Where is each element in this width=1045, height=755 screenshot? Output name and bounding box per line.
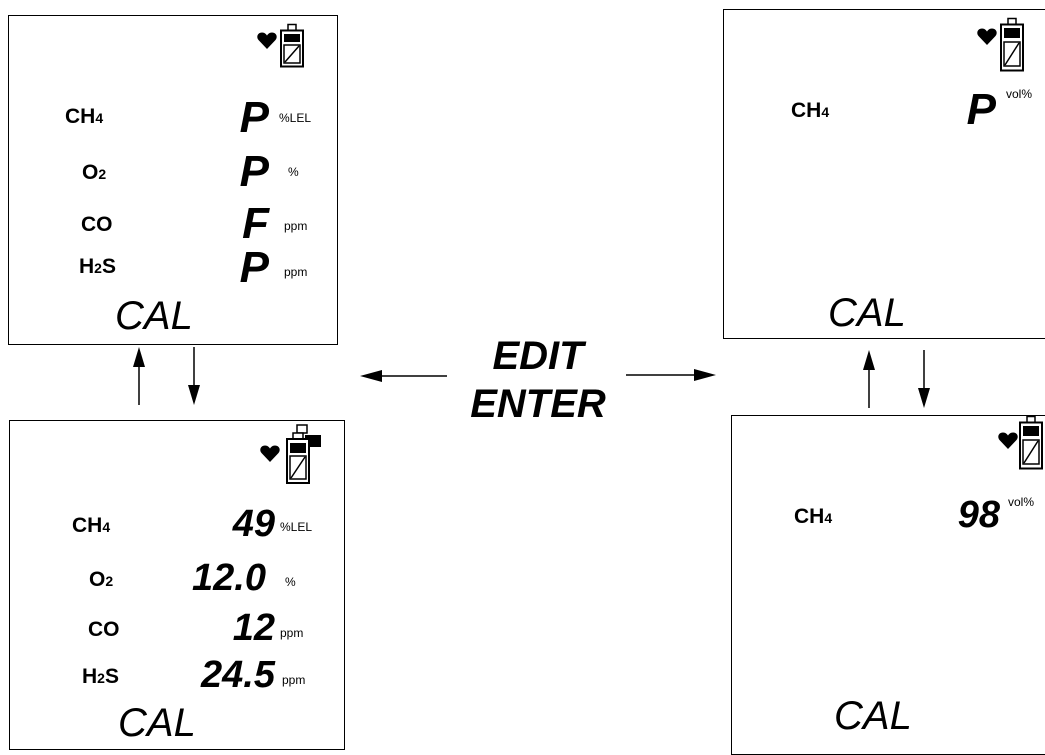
display-screen-sensor-results: CH4 P %LEL O2 P % CO F ppm H2S P ppm CAL bbox=[8, 15, 338, 345]
gas-label-ch4: CH4 bbox=[794, 505, 833, 528]
reading-ch4: 98 bbox=[957, 494, 1000, 536]
arrow-down-icon bbox=[918, 350, 930, 408]
heart-icon bbox=[977, 28, 997, 45]
mode-label: CAL bbox=[834, 694, 912, 738]
gas-label-ch4: CH4 bbox=[791, 99, 830, 122]
arrow-right-icon bbox=[626, 369, 716, 381]
edit-key-label: EDIT bbox=[492, 334, 584, 378]
unit-co: ppm bbox=[280, 626, 304, 640]
result-h2s: P bbox=[239, 243, 269, 292]
display-screen-readings: CH4 49 %LEL O2 12.0 % CO 12 ppm H2S 24.5… bbox=[9, 420, 345, 750]
heart-icon bbox=[257, 32, 277, 49]
gas-label-co: CO bbox=[88, 618, 120, 641]
result-o2: P bbox=[239, 147, 269, 196]
reading-co: 12 bbox=[232, 607, 275, 649]
heart-icon bbox=[260, 445, 280, 462]
battery-icon bbox=[280, 23, 304, 68]
pump-battery-icon bbox=[286, 424, 321, 484]
arrow-up-icon bbox=[133, 347, 145, 405]
reading-o2: 12.0 bbox=[192, 557, 266, 599]
mode-label: CAL bbox=[115, 294, 193, 338]
unit-h2s: ppm bbox=[284, 265, 308, 279]
gas-label-o2: O2 bbox=[82, 161, 107, 184]
unit-o2: % bbox=[288, 165, 299, 179]
gas-label-h2s: H2S bbox=[82, 665, 119, 688]
gas-label-ch4: CH4 bbox=[72, 514, 111, 537]
gas-label-ch4: CH4 bbox=[65, 105, 104, 128]
enter-key-label: ENTER bbox=[470, 382, 606, 426]
battery-icon bbox=[1000, 17, 1024, 72]
reading-h2s: 24.5 bbox=[201, 654, 275, 696]
gas-label-o2: O2 bbox=[89, 568, 114, 591]
arrow-left-icon bbox=[360, 370, 447, 382]
unit-h2s: ppm bbox=[282, 673, 306, 687]
unit-ch4: %LEL bbox=[279, 111, 312, 125]
unit-co: ppm bbox=[284, 219, 308, 233]
mode-label: CAL bbox=[828, 291, 906, 335]
display-screen-ch4-reading: CH4 98 vol% CAL bbox=[731, 415, 1045, 755]
battery-icon bbox=[1019, 415, 1043, 470]
unit-ch4: %LEL bbox=[280, 520, 313, 534]
heart-icon bbox=[998, 432, 1018, 449]
unit-ch4: vol% bbox=[1006, 87, 1033, 101]
arrow-up-icon bbox=[863, 350, 875, 408]
arrow-down-icon bbox=[188, 347, 200, 405]
gas-label-h2s: H2S bbox=[79, 255, 116, 278]
result-ch4: P bbox=[239, 93, 269, 142]
gas-label-co: CO bbox=[81, 213, 113, 236]
result-co: F bbox=[242, 199, 269, 248]
reading-ch4: 49 bbox=[232, 503, 275, 545]
display-screen-ch4-result: CH4 P vol% CAL bbox=[723, 9, 1045, 339]
unit-o2: % bbox=[285, 575, 296, 589]
result-ch4: P bbox=[966, 85, 996, 134]
mode-label: CAL bbox=[118, 701, 196, 745]
unit-ch4: vol% bbox=[1008, 495, 1035, 509]
